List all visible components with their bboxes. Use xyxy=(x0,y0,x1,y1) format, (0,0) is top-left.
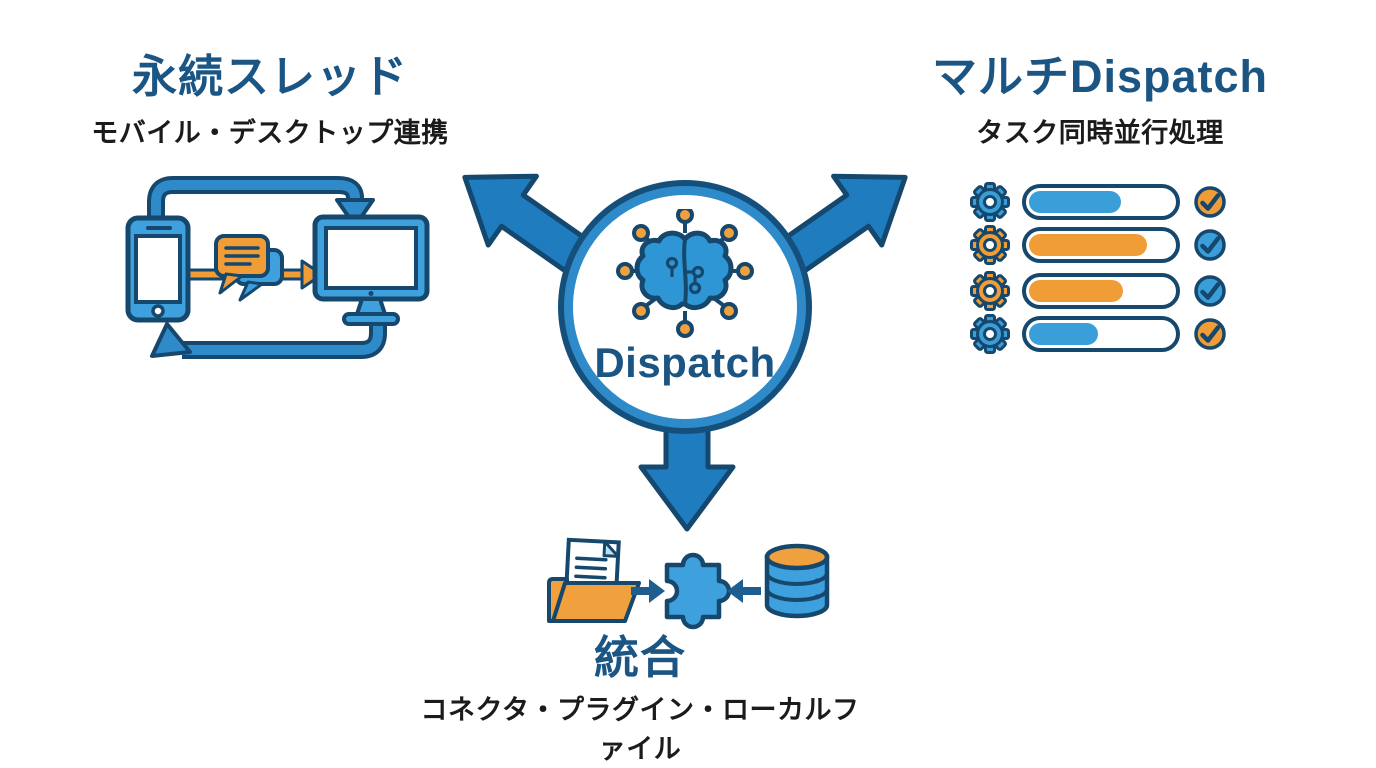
gear-icon xyxy=(970,314,1010,354)
dispatch-hub: Dispatch xyxy=(564,186,806,428)
brain-network-icon xyxy=(616,209,754,338)
database-icon xyxy=(764,543,830,619)
check-icon xyxy=(1194,318,1226,350)
progress-bar xyxy=(1022,184,1180,220)
feature-integration: 統合 コネクタ・プラグイン・ローカルファイル xyxy=(420,633,860,766)
sync-arrow-bottom-icon xyxy=(150,322,387,359)
mobile-desktop-sync-illustration xyxy=(125,176,430,359)
feature-subtitle: タスク同時並行処理 xyxy=(976,117,1224,148)
parallel-tasks-illustration xyxy=(970,182,1228,357)
check-icon xyxy=(1194,229,1226,261)
gear-icon xyxy=(970,271,1010,311)
progress-bar xyxy=(1022,273,1180,309)
puzzle-plugin-icon xyxy=(664,552,732,630)
feature-title: マルチDispatch xyxy=(931,51,1269,102)
task-row xyxy=(970,182,1228,222)
progress-bar xyxy=(1022,316,1180,352)
gear-icon xyxy=(970,225,1010,265)
task-row xyxy=(970,271,1228,311)
feature-multi-dispatch: マルチDispatch タスク同時並行処理 xyxy=(880,52,1320,150)
progress-fill xyxy=(1029,280,1123,302)
feature-subtitle: モバイル・デスクトップ連携 xyxy=(91,117,449,148)
progress-fill xyxy=(1029,234,1148,256)
check-icon xyxy=(1194,275,1226,307)
check-icon xyxy=(1194,186,1226,218)
task-row xyxy=(970,225,1228,265)
progress-fill xyxy=(1029,323,1099,345)
task-row xyxy=(970,314,1228,354)
phone-icon xyxy=(125,215,191,323)
integration-illustration xyxy=(547,537,830,630)
brain-circuit-detail xyxy=(665,256,705,295)
arrow-to-integration-icon xyxy=(638,409,736,532)
feature-persistent-threads: 永続スレッド モバイル・デスクトップ連携 xyxy=(50,52,490,150)
feature-subtitle: コネクタ・プラグイン・ローカルファイル xyxy=(420,694,860,764)
progress-bar xyxy=(1022,227,1180,263)
desktop-icon xyxy=(312,214,430,326)
progress-fill xyxy=(1029,191,1122,213)
hub-label: Dispatch xyxy=(594,339,776,386)
arrow-right-icon xyxy=(631,579,665,603)
gear-icon xyxy=(970,182,1010,222)
folder-file-icon xyxy=(547,537,641,623)
chat-bubbles-icon xyxy=(214,234,284,302)
feature-title: 永続スレッド xyxy=(131,51,408,102)
feature-title: 統合 xyxy=(593,632,686,683)
arrow-left-icon xyxy=(727,579,761,603)
sync-arrow-top-icon xyxy=(147,176,375,228)
